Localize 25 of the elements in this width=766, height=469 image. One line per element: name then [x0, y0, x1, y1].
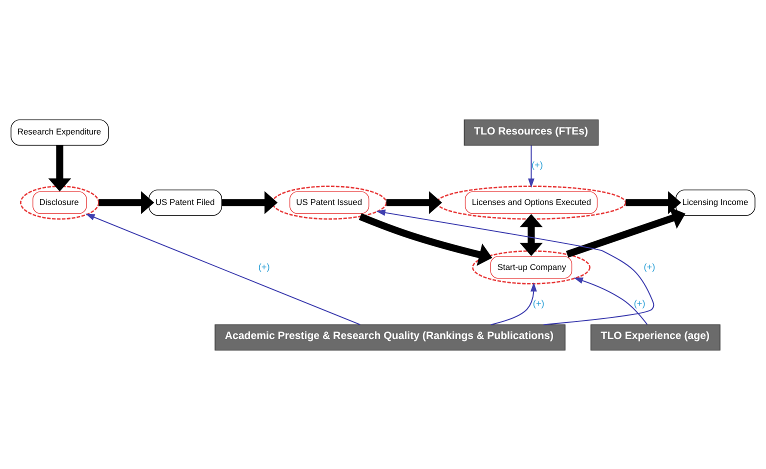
- node-box: TLO Experience (age): [590, 324, 720, 350]
- arrow: [528, 145, 534, 188]
- edge-label: (+): [532, 160, 543, 170]
- arrow: [222, 190, 278, 214]
- edge-label: (+): [532, 298, 544, 308]
- arrow: [376, 208, 654, 325]
- arrow: [98, 190, 154, 214]
- arrow: [386, 190, 442, 214]
- edge-label: (+): [644, 261, 656, 272]
- edge-label: (+): [634, 298, 646, 308]
- node-ellipse: Licenses and Options Executed: [436, 185, 626, 220]
- node-box: Licensing Income: [676, 189, 756, 216]
- edge-label: (+): [258, 261, 270, 272]
- arrow: [490, 282, 537, 325]
- arrow: [358, 212, 492, 266]
- arrow: [574, 277, 648, 324]
- node-box: Academic Prestige & Research Quality (Rankings & Publications): [214, 324, 566, 350]
- arrow: [520, 213, 543, 256]
- node-box: Research Expenditure: [10, 118, 109, 146]
- arrow: [626, 190, 682, 214]
- arrow: [48, 145, 72, 191]
- arrow: [86, 213, 360, 325]
- arrow: [566, 206, 686, 258]
- node-box: TLO Resources (FTEs): [464, 118, 599, 146]
- node-box: US Patent Filed: [148, 189, 222, 216]
